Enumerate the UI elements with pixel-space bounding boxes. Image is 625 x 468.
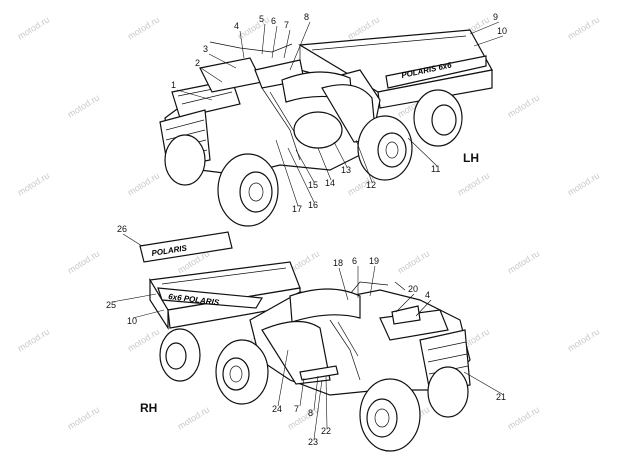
watermark-text: motod.ru xyxy=(506,92,541,119)
rh-leader-line xyxy=(463,371,503,395)
lh-leader-line xyxy=(239,30,245,59)
cargo-box-rh: 6x6 POLARIS xyxy=(149,261,301,331)
lh-leader-line xyxy=(469,21,500,35)
watermark-text: motod.ru xyxy=(126,14,161,41)
rh-leader-line xyxy=(313,375,319,411)
watermark-text: motod.ru xyxy=(66,92,101,119)
lh-leader-line xyxy=(295,149,315,183)
watermark-text: motod.ru xyxy=(396,248,431,275)
lh-leader-line xyxy=(261,23,266,55)
watermark-text: motod.ru xyxy=(16,14,51,41)
watermark-text: motod.ru xyxy=(456,170,491,197)
rh-leader-line xyxy=(132,309,165,319)
watermark-text: motod.ru xyxy=(126,170,161,197)
watermark-text: motod.ru xyxy=(566,14,601,41)
rh-callout-24: 24 xyxy=(272,404,282,414)
rh-leader-line xyxy=(299,377,305,407)
lh-leader-line xyxy=(287,147,315,203)
rh-leader-line xyxy=(338,267,349,301)
lh-callout-6: 6 xyxy=(271,16,276,26)
lh-callout-9: 9 xyxy=(493,12,498,22)
watermark-text: motod.ru xyxy=(16,326,51,353)
lh-callout-3: 3 xyxy=(203,44,208,54)
wheels-lh xyxy=(164,89,463,227)
lh-leader-line xyxy=(289,21,311,71)
lh-leader-line xyxy=(283,29,291,59)
lh-callout-2: 2 xyxy=(195,58,200,68)
lh-callout-5: 5 xyxy=(259,14,264,24)
lh-callout-1: 1 xyxy=(171,80,176,90)
rh-callout-6: 6 xyxy=(352,256,357,266)
lh-callout-13: 13 xyxy=(341,165,351,175)
watermark-text: motod.ru xyxy=(16,170,51,197)
lh-leader-line xyxy=(176,89,213,101)
atv-lh-view: POLARIS 6x6 xyxy=(159,29,493,227)
lh-callout-16: 16 xyxy=(308,200,318,210)
watermark-text: motod.ru xyxy=(506,248,541,275)
lh-leader-line xyxy=(355,139,373,183)
rh-leader-line xyxy=(325,375,328,429)
watermark-text: motod.ru xyxy=(566,170,601,197)
watermark-text: motod.ru xyxy=(126,326,161,353)
watermark-text: motod.ru xyxy=(566,326,601,353)
watermark-text: motod.ru xyxy=(66,248,101,275)
lh-callout-14: 14 xyxy=(325,178,335,188)
rh-leader-line xyxy=(313,379,323,440)
rh-callout-22: 22 xyxy=(321,426,331,436)
rh-leader-line xyxy=(415,299,432,317)
atv-body-rh xyxy=(249,281,471,396)
rh-callout-18: 18 xyxy=(333,258,343,268)
lh-side-label: LH xyxy=(463,151,479,165)
lh-leader-line xyxy=(200,67,223,83)
rh-callout-23: 23 xyxy=(308,437,318,447)
lh-leader-line xyxy=(333,141,348,168)
lh-callout-15: 15 xyxy=(308,180,318,190)
rh-leader-line xyxy=(369,265,376,297)
rh-callout-25: 25 xyxy=(106,300,116,310)
rh-callout-10: 10 xyxy=(127,316,137,326)
lh-callout-4: 4 xyxy=(234,21,239,31)
rh-callout-19: 19 xyxy=(369,256,379,266)
watermark-text: motod.ru xyxy=(176,404,211,431)
rh-callout-26: 26 xyxy=(117,224,127,234)
lh-callout-12: 12 xyxy=(366,180,376,190)
rh-leader-line xyxy=(111,293,157,303)
lh-callout-17: 17 xyxy=(292,204,302,214)
watermark-text: motod.ru xyxy=(506,404,541,431)
rh-callout-21: 21 xyxy=(496,392,506,402)
rh-leader-line xyxy=(277,349,289,407)
lh-leader-line xyxy=(271,25,278,59)
lh-callout-10: 10 xyxy=(497,26,507,36)
lh-callout-11: 11 xyxy=(431,164,440,174)
wheels-rh xyxy=(159,328,469,452)
watermark-text: motod.ru xyxy=(346,14,381,41)
rh-leader-line xyxy=(395,293,415,313)
rh-callout-7: 7 xyxy=(294,404,299,414)
lh-leader-line xyxy=(275,139,299,207)
lh-callout-8: 8 xyxy=(304,12,309,22)
rh-leader-line xyxy=(122,233,143,247)
atv-rh-view: 6x6 POLARIS xyxy=(140,261,471,452)
watermark-text: motod.ru xyxy=(66,404,101,431)
lh-leader-line xyxy=(317,147,332,181)
atv-body-lh xyxy=(159,41,381,176)
rh-callout-4: 4 xyxy=(425,290,430,300)
lh-leader-line xyxy=(473,35,504,47)
rh-callout-8: 8 xyxy=(308,408,313,418)
lh-leader-line xyxy=(407,137,438,167)
rh-callout-20: 20 xyxy=(408,284,418,294)
lh-callout-7: 7 xyxy=(284,20,289,30)
decal-26: POLARIS xyxy=(139,231,233,263)
rh-side-label: RH xyxy=(140,401,157,415)
lh-leader-line xyxy=(208,53,237,69)
watermark-text: motod.ru xyxy=(286,404,321,431)
